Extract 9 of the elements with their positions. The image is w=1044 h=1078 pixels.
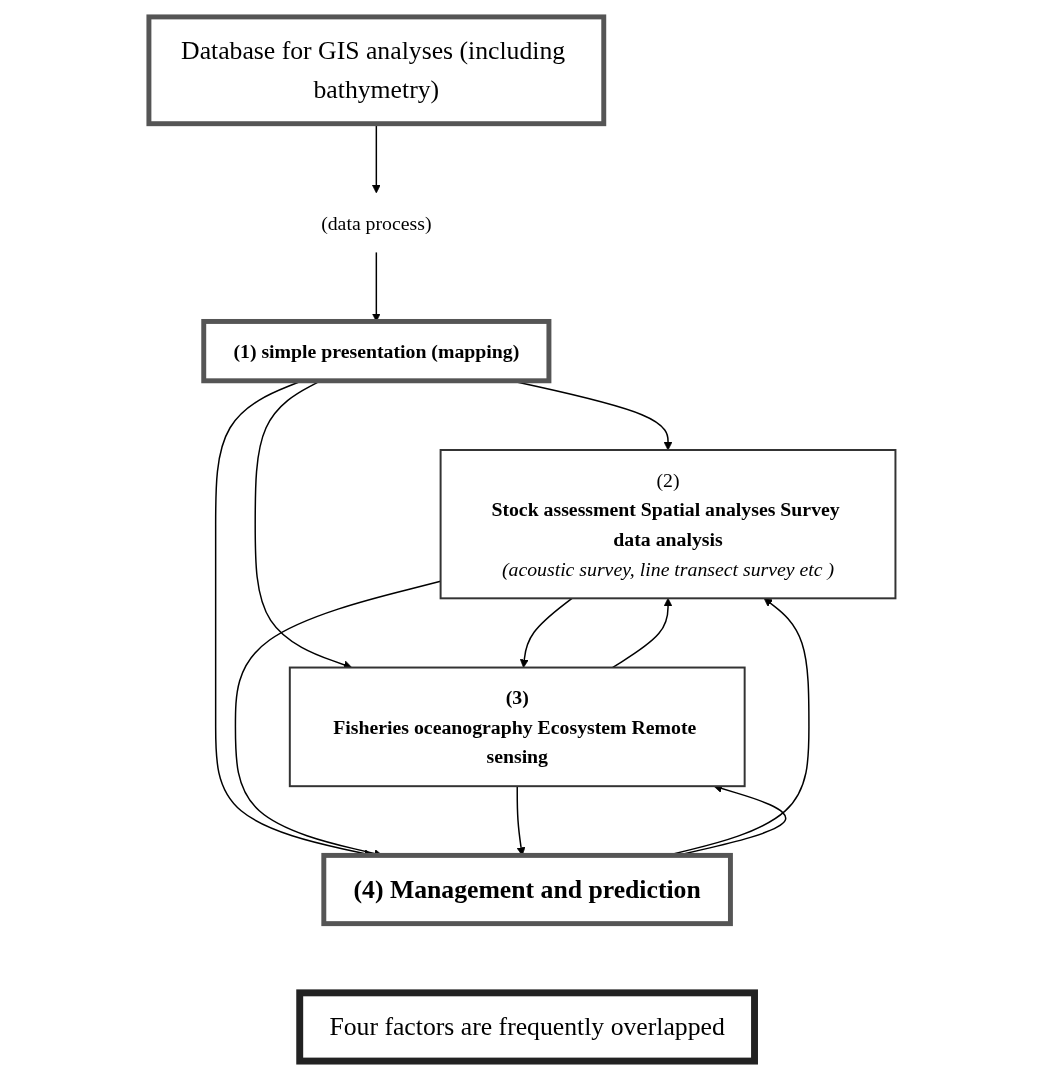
node-box: Database for GIS analyses (including bathymetry): [146, 14, 607, 127]
node-box: (3) Fisheries oceanography Ecosystem Remote sensing: [288, 666, 746, 788]
node-box: (2) Stock assessment Spatial analyses Survey data analysis (acoustic survey, line transect survey etc ): [439, 449, 897, 600]
arrow: [611, 597, 673, 669]
node-box: Four factors are frequently overlapped: [296, 989, 758, 1065]
arrow: [519, 597, 573, 668]
node-box: (4) Management and prediction: [321, 852, 733, 927]
node-text: (data process): [320, 211, 432, 234]
node-box: (1) simple presentation (mapping): [201, 319, 552, 384]
